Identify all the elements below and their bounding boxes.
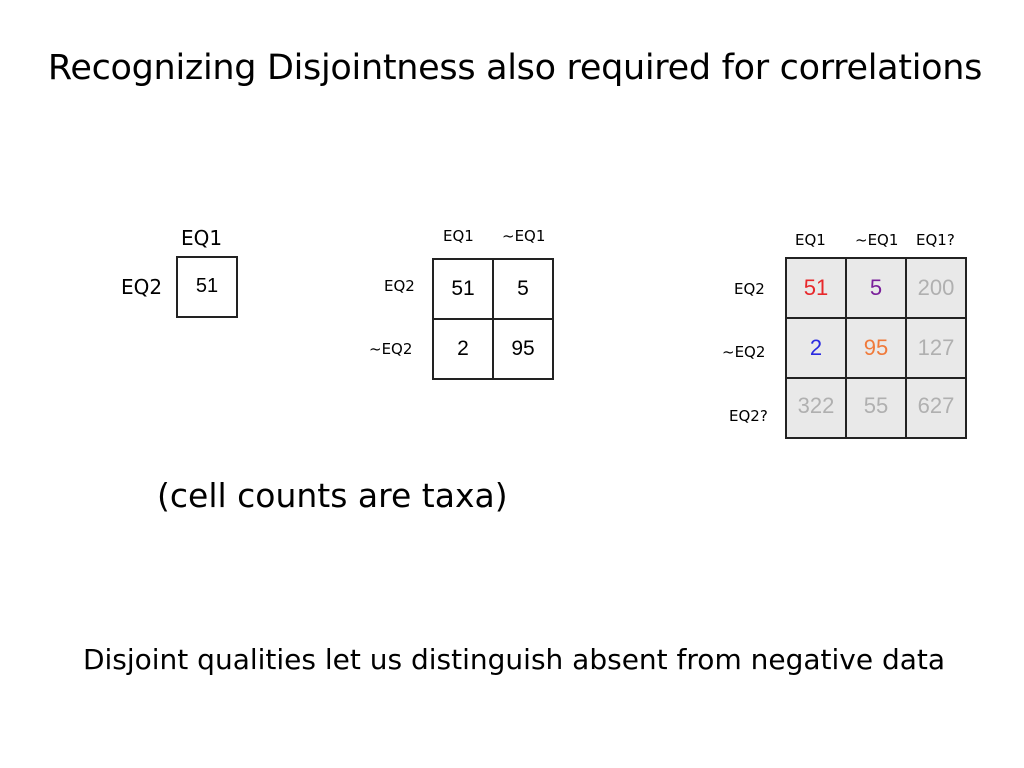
table1-col-header: EQ1 [181, 226, 223, 250]
table3-col-header-eq1: EQ1 [795, 231, 826, 249]
table1-cell: 51 [176, 256, 238, 318]
table2-row-header-eq2: EQ2 [384, 277, 415, 295]
table2-cell-eq2-not-eq1: 5 [492, 258, 554, 320]
table2-col-header-not-eq1: ~EQ1 [502, 227, 546, 245]
table3-cell-not-eq2-eq1: 2 [785, 317, 847, 379]
table3-cell-eq2-eq1-unknown: 200 [905, 257, 967, 319]
table3-cell-not-eq2-eq1-unknown: 127 [905, 317, 967, 379]
table2-col-header-eq1: EQ1 [443, 227, 474, 245]
table3-col-header-eq1-unknown: EQ1? [916, 231, 955, 249]
table3-cell-eq2-unknown-eq1-unknown: 627 [905, 377, 967, 439]
table2-cell-not-eq2-not-eq1: 95 [492, 318, 554, 380]
table3-cell-not-eq2-not-eq1: 95 [845, 317, 907, 379]
table3-cell-eq2-eq1: 51 [785, 257, 847, 319]
table1-row-header: EQ2 [121, 275, 163, 299]
table2-cell-not-eq2-eq1: 2 [432, 318, 494, 380]
table3-row-header-eq2-unknown: EQ2? [729, 407, 768, 425]
table3-row-header-not-eq2: ~EQ2 [722, 343, 766, 361]
table3-cell-eq2-unknown-eq1: 322 [785, 377, 847, 439]
table2-row-header-not-eq2: ~EQ2 [369, 340, 413, 358]
table3-col-header-not-eq1: ~EQ1 [855, 231, 899, 249]
table2-cell-eq2-eq1: 51 [432, 258, 494, 320]
footer-text: Disjoint qualities let us distinguish ab… [82, 643, 946, 676]
table3-row-header-eq2: EQ2 [734, 280, 765, 298]
caption: (cell counts are taxa) [157, 476, 508, 515]
table3-cell-eq2-not-eq1: 5 [845, 257, 907, 319]
slide-title: Recognizing Disjointness also required f… [47, 48, 983, 88]
table3-cell-eq2-unknown-not-eq1: 55 [845, 377, 907, 439]
